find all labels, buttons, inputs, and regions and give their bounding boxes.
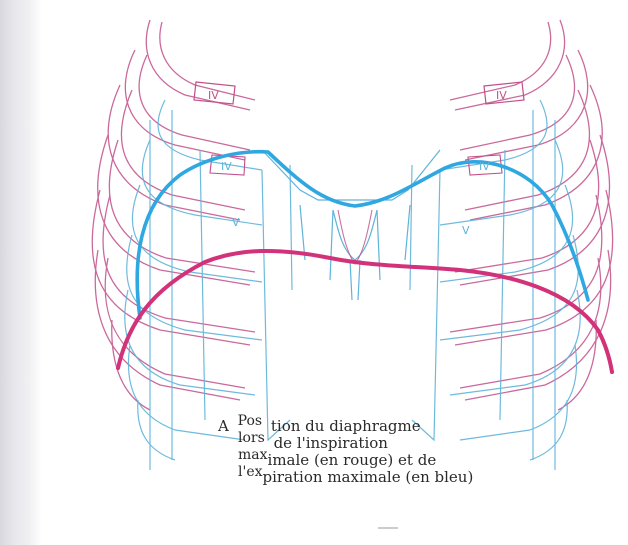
caption-line3-a: max: [238, 447, 268, 463]
caption-line1-b: tion du diaphragme: [271, 417, 421, 435]
caption-marker: A: [218, 417, 229, 435]
caption-line-3: maximale (en rouge) et de: [238, 452, 473, 469]
caption-line3-b: imale (en rouge) et de: [268, 451, 437, 469]
caption-line1-a: Pos: [238, 413, 262, 429]
rib-label-iv-left-red: IV: [208, 89, 219, 102]
caption-line2-a: lors: [238, 430, 265, 446]
rib-label-iv-right-red: IV: [496, 89, 507, 102]
caption-line4-b: piration maximale (en bleu): [263, 468, 474, 486]
rib-label-v-left: V: [232, 216, 240, 229]
caption-line-2: lors de l'inspiration: [238, 435, 473, 452]
rib-label-iv-right-blue: IV: [479, 160, 490, 173]
diaphragm-inspiration-curve: [118, 251, 612, 372]
rib-label-v-right: V: [462, 224, 470, 237]
rib-label-iv-left-blue: IV: [221, 160, 232, 173]
inspiration-ribs-left: [92, 20, 255, 410]
diaphragm-expiration-curve: [137, 152, 588, 318]
figure-caption: A Pos tion du diaphragme lors de l'inspi…: [218, 418, 473, 486]
sternum-red-outline: [338, 210, 372, 264]
caption-line-4: l'expiration maximale (en bleu): [238, 469, 473, 486]
caption-line2-b: de l'inspiration: [274, 434, 388, 452]
caption-line4-a: l'ex: [238, 464, 263, 480]
inspiration-ribs-right: [450, 20, 613, 410]
